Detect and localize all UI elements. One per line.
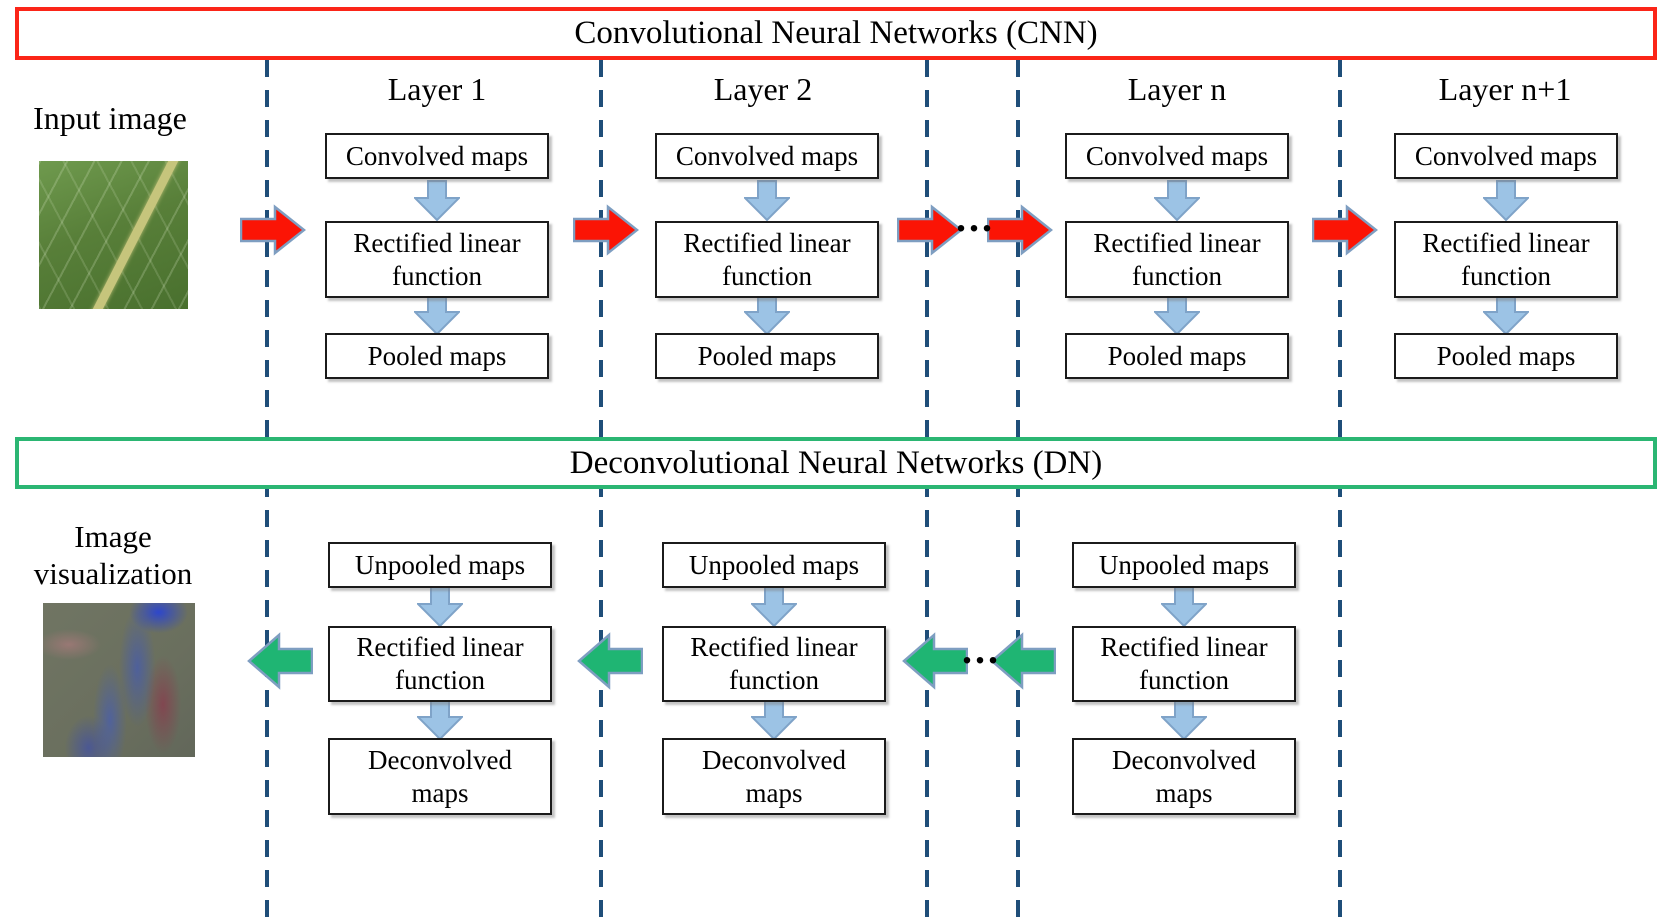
dn-l1-rectified-box: Rectified linear function bbox=[328, 626, 552, 702]
down-arrow-icon bbox=[744, 295, 790, 335]
forward-arrow-icon bbox=[987, 204, 1053, 256]
layer-divider-line-1 bbox=[265, 60, 269, 920]
dn-ln-rectified-box: Rectified linear function bbox=[1072, 626, 1296, 702]
cnn-ln-pooled-maps-box: Pooled maps bbox=[1065, 333, 1289, 379]
cnn-ln-rectified-box: Rectified linear function bbox=[1065, 221, 1289, 298]
input-leaf-image bbox=[39, 161, 188, 309]
down-arrow-icon bbox=[414, 295, 460, 335]
forward-arrow-icon bbox=[1312, 204, 1378, 256]
cnn-l1-rectified-box: Rectified linear function bbox=[325, 221, 549, 298]
forward-arrow-icon bbox=[897, 204, 963, 256]
down-arrow-icon bbox=[1161, 700, 1207, 740]
down-arrow-icon bbox=[1154, 295, 1200, 335]
down-arrow-icon bbox=[417, 700, 463, 740]
down-arrow-icon bbox=[744, 180, 790, 221]
cnn-l2-pooled-maps-box: Pooled maps bbox=[655, 333, 879, 379]
cnn-banner: Convolutional Neural Networks (CNN) bbox=[15, 7, 1657, 60]
down-arrow-icon bbox=[1483, 180, 1529, 221]
layer-2-label: Layer 2 bbox=[713, 71, 813, 107]
forward-arrow-icon bbox=[573, 204, 639, 256]
layer-divider-line-2 bbox=[599, 60, 603, 920]
down-arrow-icon bbox=[414, 180, 460, 221]
dn-ellipsis: ... bbox=[962, 627, 1001, 672]
dn-ln-deconvolved-maps-box: Deconvolved maps bbox=[1072, 738, 1296, 815]
dn-l1-unpooled-maps-box: Unpooled maps bbox=[328, 542, 552, 588]
down-arrow-icon bbox=[751, 586, 797, 627]
down-arrow-icon bbox=[1161, 586, 1207, 627]
dn-l1-deconvolved-maps-box: Deconvolved maps bbox=[328, 738, 552, 815]
cnn-ln1-pooled-maps-box: Pooled maps bbox=[1394, 333, 1618, 379]
backward-arrow-icon bbox=[247, 632, 313, 690]
cnn-l2-convolved-maps-box: Convolved maps bbox=[655, 133, 879, 179]
layer-divider-line-3 bbox=[925, 60, 929, 920]
forward-arrow-icon bbox=[240, 204, 306, 256]
backward-arrow-icon bbox=[990, 632, 1056, 690]
cnn-ln1-convolved-maps-box: Convolved maps bbox=[1394, 133, 1618, 179]
image-visualization-label: Image visualization bbox=[33, 519, 193, 591]
cnn-ellipsis: ... bbox=[956, 195, 995, 240]
layer-n1-label: Layer n+1 bbox=[1438, 71, 1572, 107]
cnn-l1-pooled-maps-box: Pooled maps bbox=[325, 333, 549, 379]
backward-arrow-icon bbox=[577, 632, 643, 690]
dn-banner: Deconvolutional Neural Networks (DN) bbox=[15, 437, 1657, 489]
cnn-banner-title: Convolutional Neural Networks (CNN) bbox=[574, 15, 1098, 51]
down-arrow-icon bbox=[1154, 180, 1200, 221]
down-arrow-icon bbox=[417, 586, 463, 627]
backward-arrow-icon bbox=[902, 632, 968, 690]
cnn-ln-convolved-maps-box: Convolved maps bbox=[1065, 133, 1289, 179]
input-image-label: Input image bbox=[33, 100, 187, 136]
deconv-visualization-image bbox=[43, 603, 195, 757]
layer-1-label: Layer 1 bbox=[387, 71, 487, 107]
cnn-l2-rectified-box: Rectified linear function bbox=[655, 221, 879, 298]
down-arrow-icon bbox=[1483, 295, 1529, 335]
dn-l2-deconvolved-maps-box: Deconvolved maps bbox=[662, 738, 886, 815]
dn-l2-unpooled-maps-box: Unpooled maps bbox=[662, 542, 886, 588]
layer-divider-line-4 bbox=[1016, 60, 1020, 920]
layer-divider-line-5 bbox=[1338, 60, 1342, 920]
layer-n-label: Layer n bbox=[1127, 71, 1227, 107]
dn-banner-title: Deconvolutional Neural Networks (DN) bbox=[569, 444, 1103, 481]
down-arrow-icon bbox=[751, 700, 797, 740]
cnn-l1-convolved-maps-box: Convolved maps bbox=[325, 133, 549, 179]
dn-l2-rectified-box: Rectified linear function bbox=[662, 626, 886, 702]
dn-ln-unpooled-maps-box: Unpooled maps bbox=[1072, 542, 1296, 588]
cnn-ln1-rectified-box: Rectified linear function bbox=[1394, 221, 1618, 298]
